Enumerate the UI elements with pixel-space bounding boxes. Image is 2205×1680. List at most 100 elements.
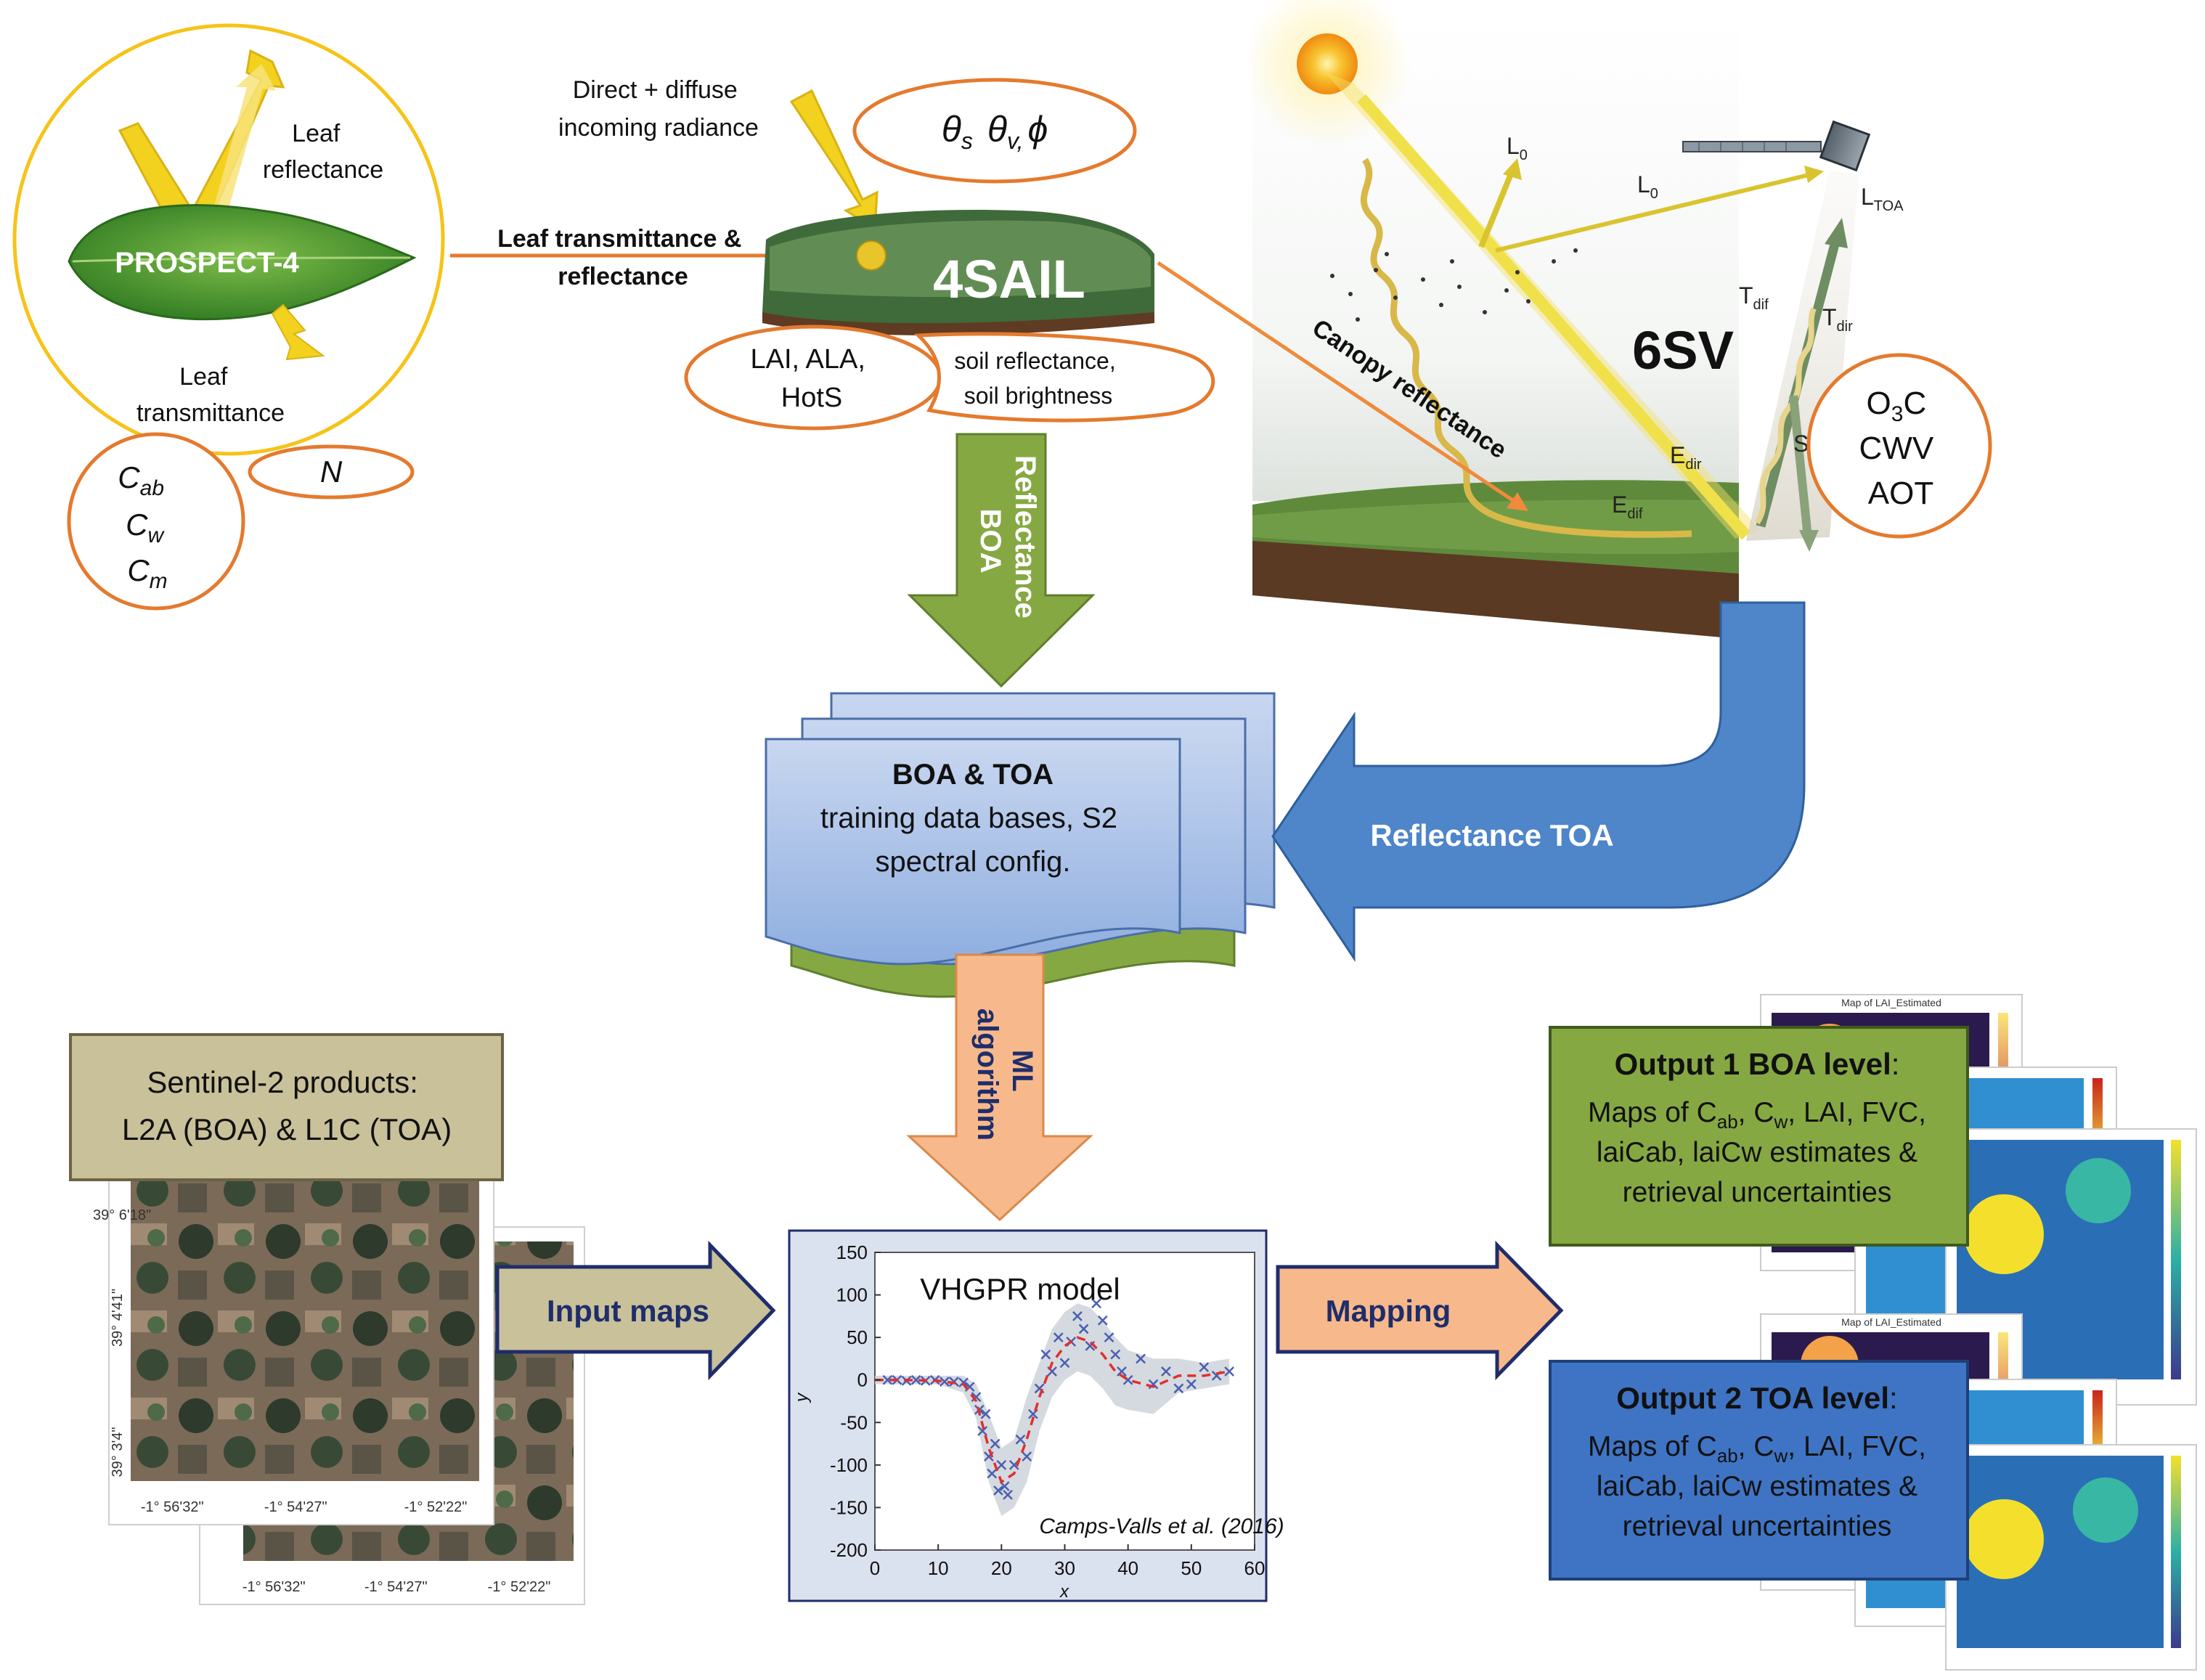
output2-line1: Maps of Cab, Cw, LAI, FVC, (1588, 1431, 1926, 1467)
incoming-radiance-label: Direct + diffuse incoming radiance (558, 76, 759, 142)
vhgpr-xlabel: x (1059, 1582, 1069, 1602)
tdif-wave-icon (1754, 307, 1817, 525)
leaf-to-canopy-link: Leaf transmittance & reflectance (450, 225, 868, 290)
sail-title: 4SAIL (933, 249, 1085, 309)
prospect-circle (12, 23, 445, 456)
uncertainty-band (875, 1303, 1230, 1517)
sentinel-lon-ticks: -1° 56'32" -1° 54'27" -1° 52'22" (141, 1499, 468, 1515)
vhgpr-citation: Camps-Valls et al. (2016) (1039, 1514, 1284, 1538)
pigments-params: Cab Cw Cm (118, 460, 172, 593)
reflectance-boa-arrow-shape (907, 433, 1096, 688)
reflectance-toa-arrow-shape (1271, 601, 1806, 962)
output1-line1: Maps of Cab, Cw, LAI, FVC, (1588, 1097, 1926, 1133)
data-point (977, 1426, 988, 1436)
data-point (980, 1408, 991, 1419)
data-point (1015, 1434, 1026, 1445)
lai-label: LAI, ALA, HotS (750, 344, 873, 413)
sentinel-image-front (131, 1162, 479, 1481)
atmosphere-params: O3C CWV AOT (1859, 386, 1943, 511)
satellite-icon (1682, 120, 1871, 172)
pigments-ellipse (67, 432, 245, 611)
ltoa-label: LTOA (1861, 184, 1904, 214)
s-down-arrowhead-icon (1799, 530, 1819, 552)
edir-label: Edir (1670, 442, 1702, 473)
data-point (1173, 1383, 1184, 1394)
input-maps-label: Input maps (547, 1294, 709, 1328)
data-point (1199, 1362, 1210, 1373)
training-lines: training data bases, S2 spectral config. (820, 802, 1125, 878)
output1-panel (1549, 1026, 1969, 1247)
data-point (1097, 1315, 1108, 1326)
direct-beam-line (1356, 94, 1751, 540)
data-point (996, 1459, 1007, 1470)
tdif-label: Tdif (1739, 282, 1769, 313)
data-point (1078, 1324, 1089, 1334)
leaf-icon (68, 204, 417, 321)
vhgpr-plot-area (874, 1252, 1255, 1551)
atmosphere-params-circle (1806, 353, 1992, 539)
ml-algorithm-arrow: ML algorithm (906, 953, 1093, 1222)
map-blob (2073, 1477, 2138, 1543)
l0-satellite-label: L0 (1637, 171, 1658, 202)
data-point (1110, 1349, 1121, 1360)
aerosol-dots (1330, 248, 1578, 322)
ml-algorithm-label: ML algorithm (971, 1008, 1038, 1141)
tdir-up-arrowhead-icon (1825, 218, 1848, 248)
leaf-link-label: Leaf transmittance & reflectance (497, 225, 749, 290)
mapping-arrow-shape (1276, 1240, 1564, 1381)
canopy-link-line (1157, 261, 1515, 503)
stack-sheet-1 (765, 738, 1181, 966)
sixsv-title: 6SV (1632, 320, 1734, 380)
data-point (1224, 1366, 1235, 1377)
reflected-light-arrow-icon (207, 64, 276, 234)
sentinel-lat-tick-2: 39° 4'41" (110, 1289, 126, 1347)
data-point (939, 1377, 950, 1387)
data-point (1022, 1451, 1032, 1462)
sun-icon (1297, 33, 1358, 94)
data-point (910, 1374, 921, 1385)
training-database-stack: BOA & TOA training data bases, S2 spectr… (765, 692, 1276, 998)
sentinel-title-box (69, 1033, 504, 1181)
sentinel-lat-ticks: 39° 6'18" (93, 1207, 151, 1223)
output2-panel (1549, 1360, 1969, 1581)
l0-up-arrowhead-icon (1503, 158, 1522, 180)
map-blob (1964, 1499, 2044, 1579)
tdir-label: Tdir (1822, 304, 1853, 335)
colorbar (2171, 1140, 2181, 1379)
canopy-texture (770, 220, 1151, 298)
vhgpr-title: VHGPR model (920, 1272, 1120, 1306)
canopy-link-arrowhead-icon (1507, 492, 1528, 511)
l0-to-satellite-arrowhead-icon (1804, 166, 1824, 183)
input-maps-arrow-shape (495, 1240, 776, 1381)
lai-ellipse (684, 325, 942, 431)
vhgpr-ylabel: y (792, 1392, 812, 1403)
reflectance-boa-label: Reflectance BOA (974, 455, 1041, 627)
n-param-ellipse (248, 444, 415, 499)
y-tick-label: 100 (836, 1284, 868, 1306)
output2-map-title: Map of LAI_Estimated (1841, 1316, 1941, 1328)
y-tick-label: -50 (840, 1411, 868, 1433)
s-down-arrow (1789, 395, 1812, 538)
sentinel-products: -1° 56'32" -1° 54'27" -1° 52'22" 39° 6'1… (69, 1033, 585, 1605)
output2-title: Output 2 TOA level: (1616, 1381, 1897, 1415)
reflectance-boa-arrow: Reflectance BOA (907, 433, 1096, 688)
output2-line3: retrieval uncertainties (1623, 1511, 1892, 1542)
l0-up-label: L0 (1507, 133, 1528, 163)
leaf-transmittance-label: Leaf transmittance (136, 363, 285, 427)
reflectance-toa-arrow: Reflectance TOA (1271, 601, 1806, 962)
data-point (993, 1485, 1003, 1496)
x-tick-label: 20 (991, 1557, 1012, 1579)
sentinel-back-lon-ticks: -1° 56'32" -1° 54'27" -1° 52'22" (242, 1579, 551, 1595)
prospect-title: PROSPECT-4 (115, 247, 299, 279)
data-point (882, 1374, 893, 1385)
sentinel-lat-tick-3: 39° 3'4" (110, 1427, 126, 1477)
data-point (1161, 1366, 1171, 1377)
x-tick-label: 60 (1244, 1557, 1265, 1579)
edif-label: Edif (1612, 492, 1643, 522)
l0-to-satellite-line (1495, 172, 1812, 253)
x-tick-label: 10 (928, 1557, 949, 1579)
input-maps-arrow: Input maps (495, 1240, 776, 1381)
